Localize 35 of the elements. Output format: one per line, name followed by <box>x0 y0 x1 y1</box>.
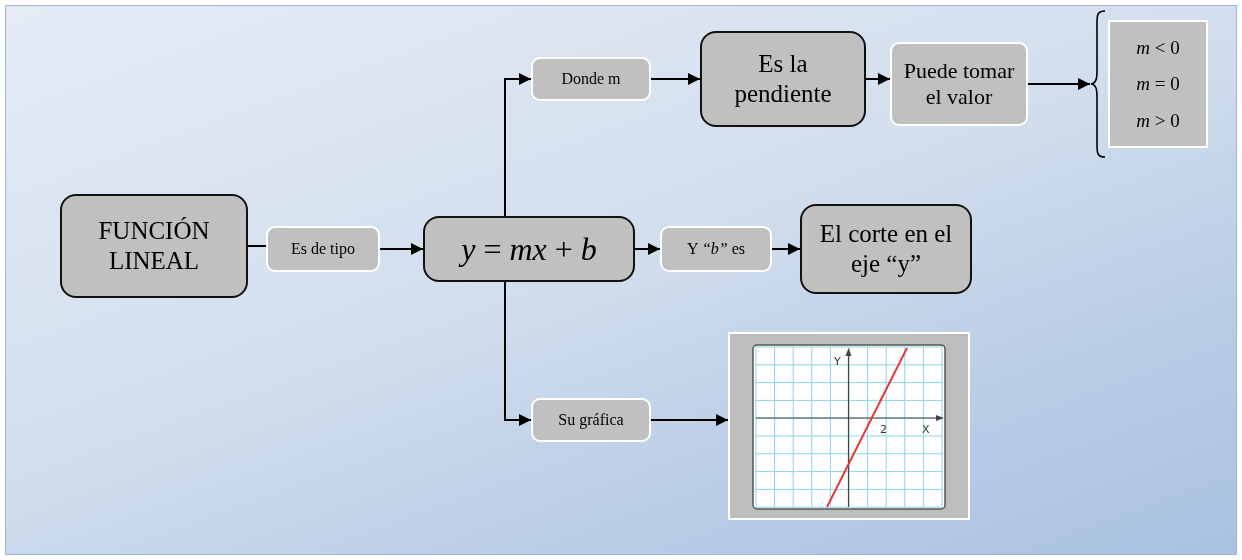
tick-label: 2 <box>880 424 887 435</box>
box-text: El corte en el eje “y” <box>818 219 954 279</box>
arrow <box>504 281 532 426</box>
formula-text: y = mx + b <box>455 229 603 269</box>
connector-label-box <box>660 226 772 272</box>
box-text: FUNCIÓN LINEAL <box>97 216 211 276</box>
connector-label-box <box>890 42 1028 126</box>
box-text: Es de tipo <box>290 239 356 259</box>
box-text: Es la pendiente <box>733 49 833 109</box>
axis-label: X <box>922 424 930 435</box>
connector-label-box <box>531 57 651 101</box>
box-text: Puede tomar el valor <box>902 57 1016 111</box>
process-box <box>60 194 248 298</box>
graph-picture <box>728 332 970 520</box>
connector-line <box>247 245 267 247</box>
box-text: Su gráfica <box>557 410 625 430</box>
connector-label-box <box>266 226 380 272</box>
math-condition: m > 0 <box>1136 109 1180 132</box>
arrow <box>771 243 801 255</box>
axis-label: Y <box>834 356 841 367</box>
arrow <box>865 73 891 85</box>
arrow <box>650 414 729 426</box>
arrow <box>634 243 661 255</box>
math-condition: m = 0 <box>1136 73 1180 95</box>
arrow <box>650 73 701 85</box>
arrow <box>504 73 532 217</box>
formula-box <box>423 216 635 282</box>
process-box <box>700 31 866 127</box>
connector-label-box <box>531 398 651 442</box>
arrow <box>1027 78 1091 90</box>
process-box <box>800 204 972 294</box>
box-text: Y “b” es <box>685 239 747 259</box>
arrow <box>379 243 424 255</box>
box-text: Donde m <box>560 69 622 89</box>
math-condition: m < 0 <box>1136 36 1180 59</box>
